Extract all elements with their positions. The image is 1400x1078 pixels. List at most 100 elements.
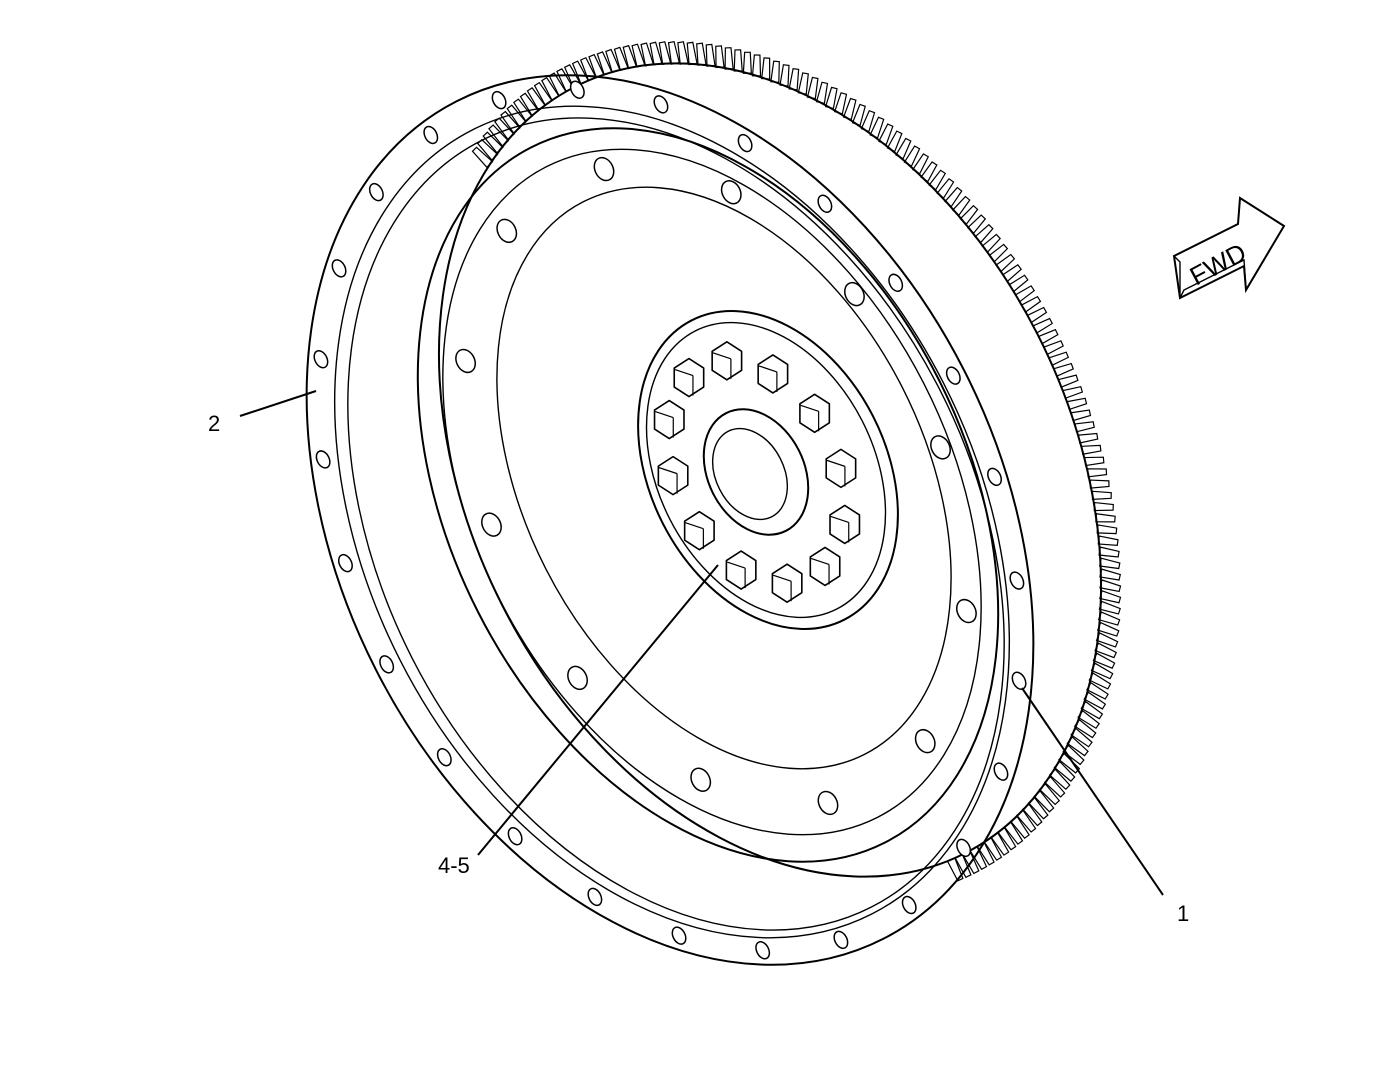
gear-tooth <box>797 72 809 95</box>
flange-hole <box>331 259 347 278</box>
gear-tooth <box>686 41 698 66</box>
hub-bolt <box>711 341 743 381</box>
bolt-edge <box>674 368 694 377</box>
hub-bolt <box>799 393 831 434</box>
gear-tooth <box>1084 456 1105 467</box>
hub-bolt <box>725 550 757 590</box>
callout-label-2: 2 <box>208 411 220 436</box>
bolt-head <box>711 341 743 381</box>
bolt-head <box>653 399 685 440</box>
bolt-head <box>825 448 857 489</box>
gear-tooth <box>724 47 734 70</box>
gear-tooth <box>1098 557 1121 570</box>
gear-tooth <box>1087 468 1108 478</box>
gear-tooth <box>733 49 743 72</box>
face-hole <box>593 156 615 182</box>
callout-label-4-5: 4-5 <box>438 853 470 878</box>
hub-bolt <box>829 504 861 545</box>
face-hole <box>844 281 865 307</box>
bolt-edge <box>800 404 819 412</box>
bolt-edge <box>758 365 778 373</box>
hub-bolt <box>757 354 789 394</box>
gear-tooth <box>1081 444 1102 455</box>
gear-tooth <box>1091 490 1112 500</box>
face-hole <box>930 435 951 460</box>
bolt-edge <box>658 467 678 475</box>
flange-bolt-holes <box>313 80 1027 960</box>
bolt-head <box>725 550 757 590</box>
flywheel-hub <box>637 310 899 630</box>
gear-tooth <box>1074 421 1095 433</box>
flange-hole <box>491 90 507 110</box>
gear-tooth <box>788 68 800 91</box>
bolt-head <box>673 357 705 398</box>
flange-hole <box>817 194 833 213</box>
gear-tooth <box>761 57 771 80</box>
gear-tooth <box>1093 501 1114 512</box>
gear-tooth <box>751 54 762 77</box>
flywheel-face-holes <box>455 156 977 816</box>
flange-hole <box>313 350 329 369</box>
gear-tooth <box>1099 568 1122 581</box>
bolt-edge <box>655 410 674 419</box>
flange-hole <box>368 182 384 202</box>
gear-tooth <box>806 76 819 100</box>
flange-hole <box>423 125 439 145</box>
flange-hole <box>987 467 1003 487</box>
gear-tooth <box>715 45 725 69</box>
bolt-head <box>771 563 803 603</box>
flange-hole <box>993 762 1009 781</box>
flange-hole <box>315 450 331 469</box>
flange-hole <box>755 941 771 960</box>
face-hole <box>481 512 502 537</box>
hub-bolt <box>771 563 803 603</box>
flange-hole <box>956 838 972 858</box>
face-hole <box>496 218 518 244</box>
flange-hole <box>436 747 452 767</box>
hub-bolts <box>653 341 861 603</box>
hub-bolt <box>657 455 689 496</box>
bolt-head <box>757 354 789 394</box>
face-hole <box>955 598 977 624</box>
bolt-edge <box>685 522 704 530</box>
flange-hole <box>671 926 687 945</box>
bolt-head <box>657 455 689 496</box>
gear-tooth <box>1070 409 1092 422</box>
flange-hole <box>833 930 849 950</box>
flange-hole <box>901 895 917 915</box>
flange-hole <box>1011 671 1027 690</box>
gear-tooth <box>705 43 716 67</box>
gear-tooth <box>677 41 689 65</box>
flange-hole <box>587 887 603 907</box>
gear-tooth <box>779 64 790 87</box>
leader-line-2 <box>239 390 317 417</box>
flywheel <box>416 127 1000 863</box>
gear-tooth <box>770 60 780 83</box>
bolt-edge <box>712 352 732 360</box>
flange-hole <box>569 80 585 99</box>
face-hole <box>914 728 936 754</box>
gear-tooth <box>1099 579 1122 593</box>
gear-tooth <box>1089 479 1110 489</box>
flange-hole <box>737 133 753 153</box>
hub-bolt <box>673 357 705 398</box>
callout-label-1: 1 <box>1177 901 1189 926</box>
hub-bolt <box>825 448 857 489</box>
leader-line-4-5 <box>477 564 719 856</box>
gear-tooth <box>1098 546 1120 558</box>
bolt-head <box>683 510 715 551</box>
hub-bolt <box>809 546 841 587</box>
hub-bolt <box>653 399 685 440</box>
gear-tooth <box>696 42 707 66</box>
face-hole <box>567 665 588 691</box>
face-hole <box>720 180 742 205</box>
hub-bolt <box>683 510 715 551</box>
gear-tooth <box>1077 432 1099 444</box>
flange-hole <box>653 95 669 114</box>
gear-tooth <box>1066 397 1088 411</box>
bolt-edge <box>726 561 746 569</box>
ring-gear-teeth <box>471 40 1122 882</box>
gear-tooth <box>1097 535 1119 546</box>
bolt-head <box>829 504 861 545</box>
